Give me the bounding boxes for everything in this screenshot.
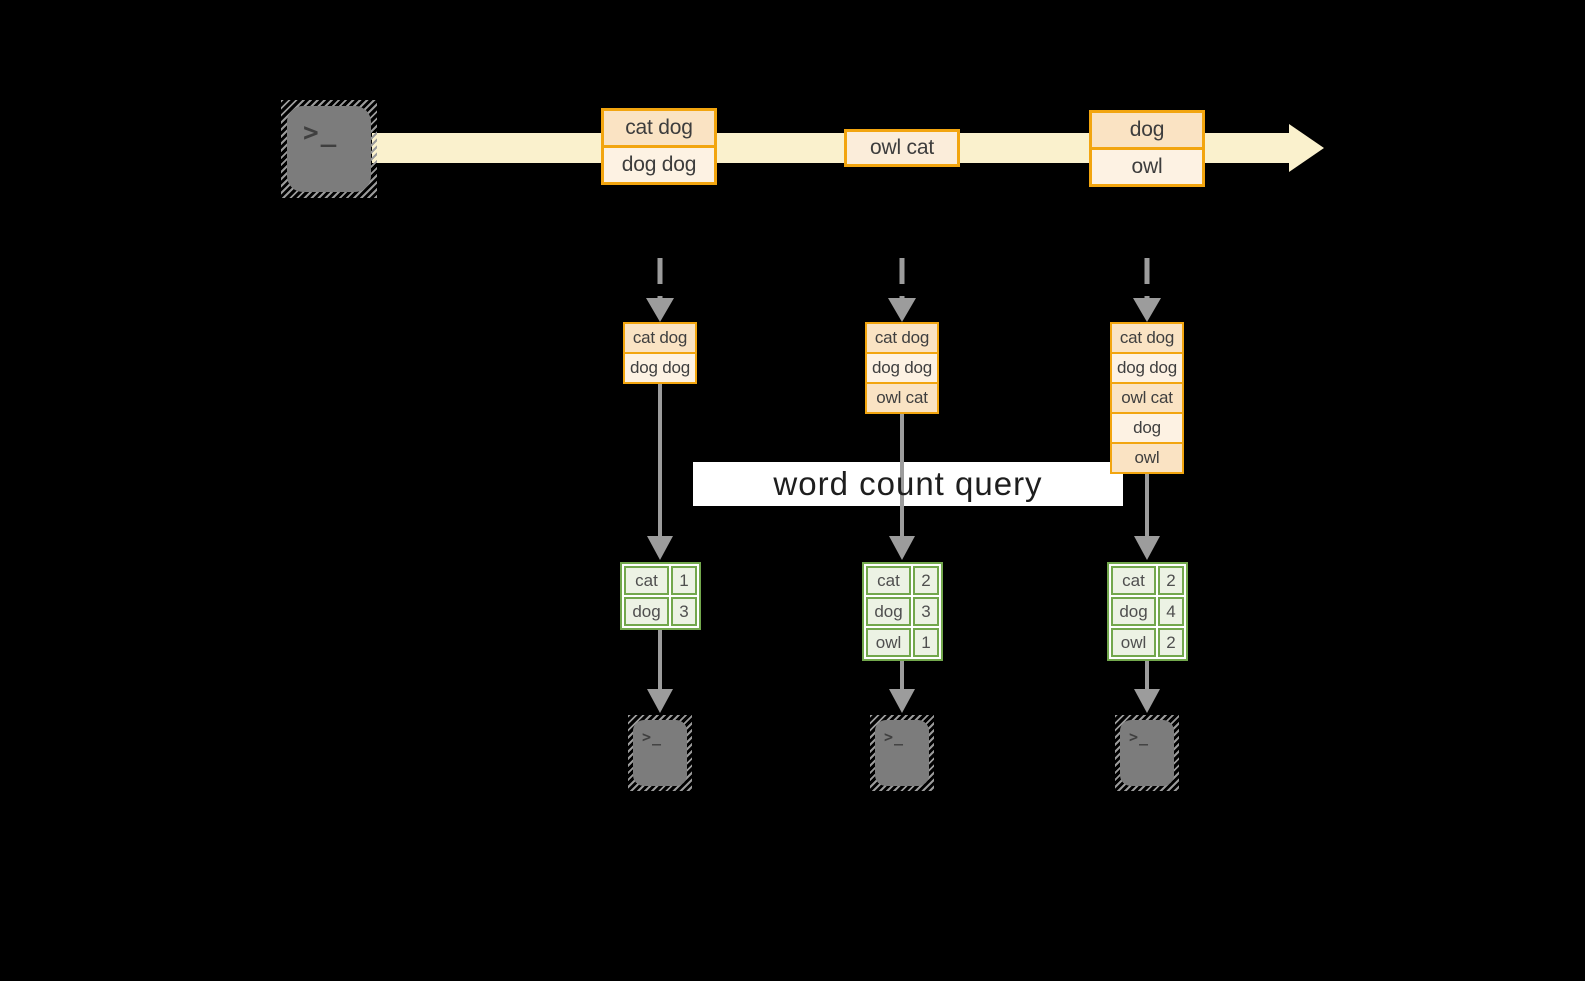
- stream-event-1-row-2: dog dog: [601, 145, 717, 185]
- query-arrow-2: [889, 414, 915, 560]
- count-3-value-cat: 2: [1158, 566, 1184, 595]
- buffer-3-row-2: dog dog: [1110, 352, 1184, 384]
- count-1-word-dog: dog: [624, 597, 669, 626]
- stream-band-arrowhead: [1289, 124, 1324, 172]
- count-1-value-dog: 3: [671, 597, 697, 626]
- query-banner-label: word count query: [773, 465, 1043, 502]
- source-terminal-icon: >_: [281, 100, 377, 198]
- count-1-value-cat: 1: [671, 566, 697, 595]
- buffer-3-row-5: owl: [1110, 442, 1184, 474]
- buffer-1-row-1: cat dog: [623, 322, 697, 354]
- sink-terminal-icon-3: >_: [1115, 715, 1179, 791]
- terminal-prompt-icon: >_: [287, 106, 371, 192]
- count-3-value-owl: 2: [1158, 628, 1184, 657]
- count-3-word-owl: owl: [1111, 628, 1156, 657]
- query-arrow-1: [647, 384, 673, 560]
- count-2-value-owl: 1: [913, 628, 939, 657]
- output-arrow-3-head: [1134, 689, 1160, 713]
- stream-event-3: dog owl: [1089, 110, 1205, 187]
- sink-terminal-icon-2: >_: [870, 715, 934, 791]
- count-2-value-dog: 3: [913, 597, 939, 626]
- count-1-word-cat: cat: [624, 566, 669, 595]
- sink-terminal-icon-1: >_: [628, 715, 692, 791]
- query-arrow-3: [1134, 474, 1160, 560]
- terminal-prompt-icon: >_: [633, 720, 687, 786]
- terminal-prompt-icon: >_: [1120, 720, 1174, 786]
- ingest-arrow-1-head: [646, 298, 674, 322]
- output-arrow-1: [647, 628, 673, 713]
- count-3-word-cat: cat: [1111, 566, 1156, 595]
- buffer-stack-2: cat dog dog dog owl cat: [865, 322, 939, 414]
- stream-event-2-row-1: owl cat: [844, 129, 960, 167]
- query-banner: word count query: [693, 462, 1123, 506]
- count-table-1: cat 1 dog 3: [620, 562, 701, 630]
- output-arrow-1-head: [647, 689, 673, 713]
- buffer-3-row-1: cat dog: [1110, 322, 1184, 354]
- count-table-2: cat 2 dog 3 owl 1: [862, 562, 943, 661]
- ingest-arrow-3: [1133, 258, 1161, 322]
- ingest-arrow-3-head: [1133, 298, 1161, 322]
- buffer-1-row-2: dog dog: [623, 352, 697, 384]
- query-arrow-1-head: [647, 536, 673, 560]
- buffer-3-row-4: dog: [1110, 412, 1184, 444]
- ingest-arrow-2-head: [888, 298, 916, 322]
- buffer-3-row-3: owl cat: [1110, 382, 1184, 414]
- ingest-arrow-2: [888, 258, 916, 322]
- terminal-prompt-icon: >_: [875, 720, 929, 786]
- count-3-value-dog: 4: [1158, 597, 1184, 626]
- stream-event-3-row-2: owl: [1089, 147, 1205, 187]
- count-2-value-cat: 2: [913, 566, 939, 595]
- buffer-2-row-2: dog dog: [865, 352, 939, 384]
- query-arrow-3-head: [1134, 536, 1160, 560]
- output-arrow-2: [889, 659, 915, 713]
- buffer-stack-3: cat dog dog dog owl cat dog owl: [1110, 322, 1184, 474]
- stream-event-1: cat dog dog dog: [601, 108, 717, 185]
- buffer-stack-1: cat dog dog dog: [623, 322, 697, 384]
- buffer-2-row-3: owl cat: [865, 382, 939, 414]
- query-arrow-2-head: [889, 536, 915, 560]
- buffer-2-row-1: cat dog: [865, 322, 939, 354]
- count-2-word-cat: cat: [866, 566, 911, 595]
- output-arrow-3: [1134, 659, 1160, 713]
- stream-event-1-row-1: cat dog: [601, 108, 717, 148]
- stream-event-3-row-1: dog: [1089, 110, 1205, 150]
- ingest-arrow-1: [646, 258, 674, 322]
- count-3-word-dog: dog: [1111, 597, 1156, 626]
- stream-event-2: owl cat: [844, 129, 960, 167]
- count-2-word-dog: dog: [866, 597, 911, 626]
- output-arrow-2-head: [889, 689, 915, 713]
- count-table-3: cat 2 dog 4 owl 2: [1107, 562, 1188, 661]
- count-2-word-owl: owl: [866, 628, 911, 657]
